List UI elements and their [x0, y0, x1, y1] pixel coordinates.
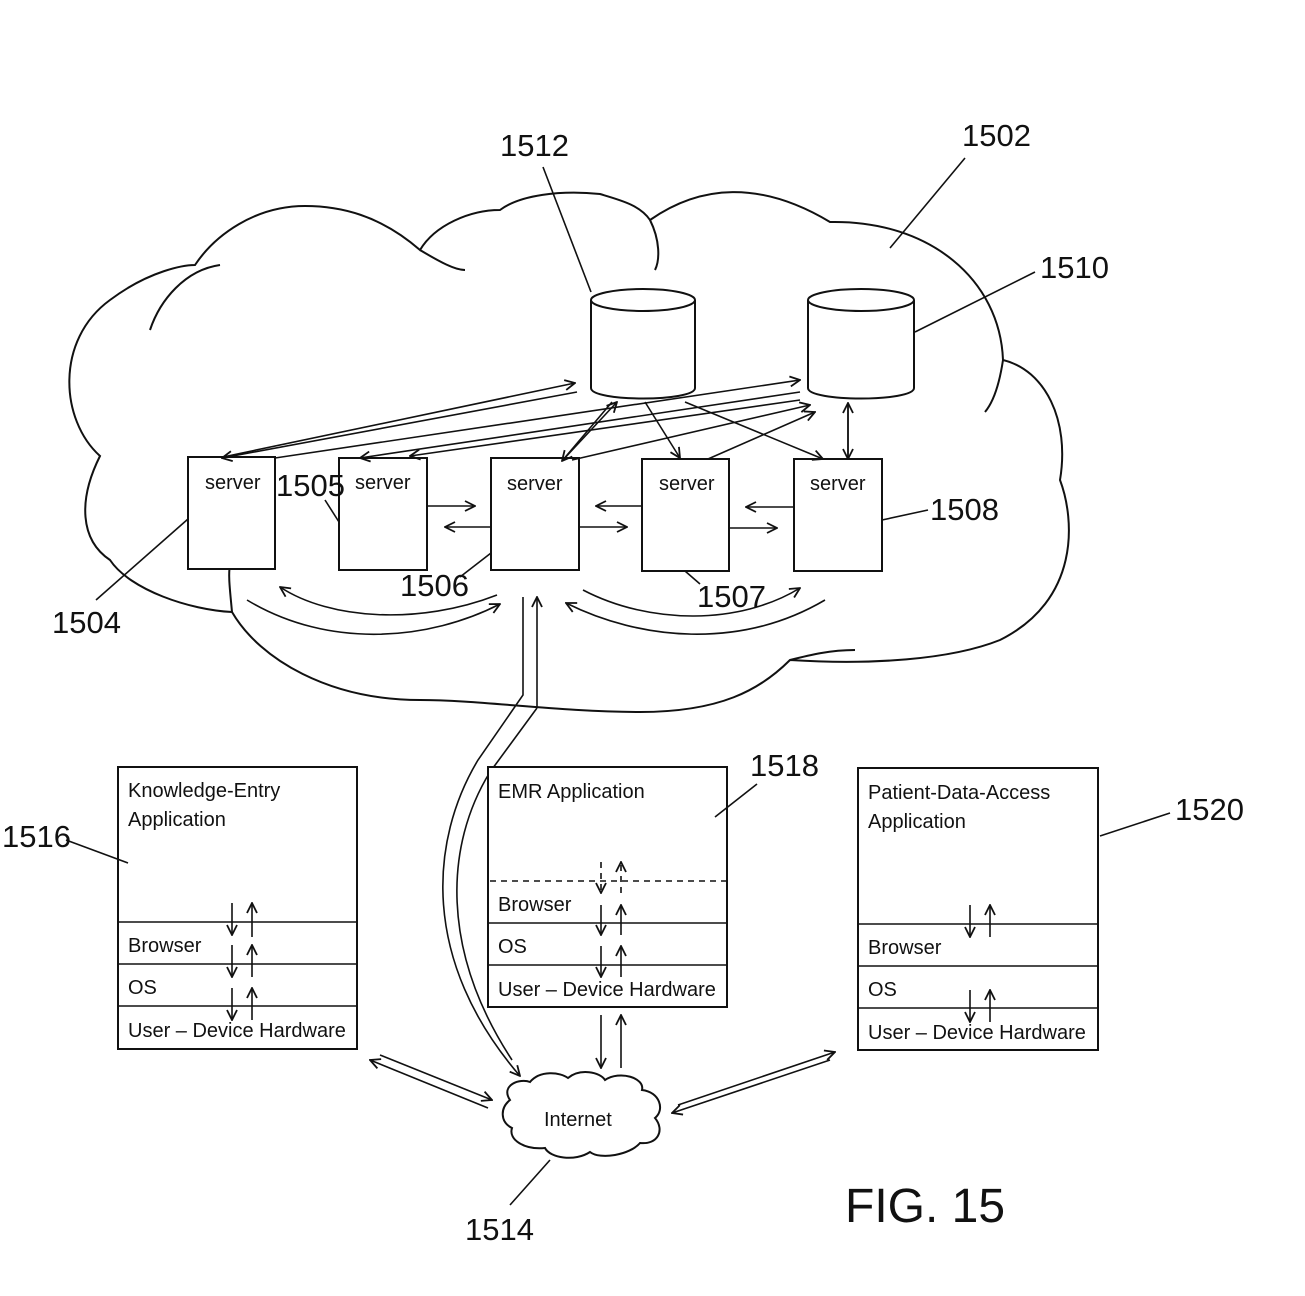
server-peer-arrows [427, 506, 794, 528]
server-label: server [810, 473, 866, 495]
ref-1516: 1516 [2, 819, 71, 854]
ref-1510: 1510 [1040, 250, 1109, 285]
internet-label: Internet [544, 1109, 612, 1131]
layer-os: OS [868, 979, 897, 1001]
server-1508: server [793, 458, 883, 572]
leader-1504 [95, 518, 189, 601]
app-title: EMR Application [498, 781, 645, 803]
figure-title: FIG. 15 [845, 1180, 1005, 1233]
leader-1505 [324, 499, 340, 523]
layer-hardware: User – Device Hardware [868, 1022, 1086, 1044]
server-label: server [659, 473, 715, 495]
layer-os: OS [498, 936, 527, 958]
leader-1518 [714, 783, 758, 818]
server-1506: server [490, 457, 580, 571]
server-label: server [355, 472, 411, 494]
ref-1504: 1504 [52, 605, 121, 640]
server-internet-link [442, 597, 537, 1076]
db-server-arrows [222, 380, 848, 461]
app-1516: Knowledge-Entry Application Browser OS U… [117, 766, 358, 1050]
leader-1506 [459, 552, 492, 578]
server-1504: server [187, 456, 276, 570]
ref-1506: 1506 [400, 568, 469, 603]
ref-1512: 1512 [500, 128, 569, 163]
database-1512 [590, 288, 696, 400]
layer-os: OS [128, 977, 157, 999]
curved-peer-arrows [246, 587, 826, 636]
layer-hardware: User – Device Hardware [128, 1020, 346, 1042]
layer-browser: Browser [128, 935, 202, 957]
app-1520: Patient-Data-Access Application Browser … [857, 767, 1099, 1051]
app-internet-links [370, 1052, 835, 1113]
app-title-line2: Application [868, 811, 966, 833]
layer-hardware: User – Device Hardware [498, 979, 716, 1001]
layer-browser: Browser [868, 937, 942, 959]
app-title: Patient-Data-Access [868, 782, 1050, 804]
layer-browser: Browser [498, 894, 572, 916]
server-label: server [205, 472, 261, 494]
ref-1514: 1514 [465, 1212, 534, 1247]
leader-1514 [509, 1159, 551, 1206]
ref-1505: 1505 [276, 468, 345, 503]
app-title: Knowledge-Entry [128, 780, 280, 802]
leader-1510 [914, 271, 1036, 333]
leader-1508 [881, 509, 929, 521]
server-label: server [507, 473, 563, 495]
internet-cloud: Internet [501, 1071, 662, 1159]
app-1518: EMR Application Browser OS User – Device… [487, 766, 728, 1008]
cloud-1502 [68, 191, 1070, 714]
ref-1507: 1507 [697, 579, 766, 614]
ref-1502: 1502 [962, 118, 1031, 153]
server-1507: server [641, 458, 730, 572]
ref-1520: 1520 [1175, 792, 1244, 827]
leader-1520 [1099, 812, 1171, 837]
app-title-line2: Application [128, 809, 226, 831]
leader-1516 [65, 839, 129, 864]
leader-1507 [684, 570, 701, 585]
leader-1502 [889, 157, 966, 249]
database-1510 [807, 288, 915, 400]
ref-1518: 1518 [750, 748, 819, 783]
server-1505: server [338, 457, 428, 571]
leader-1512 [542, 166, 592, 293]
ref-1508: 1508 [930, 492, 999, 527]
